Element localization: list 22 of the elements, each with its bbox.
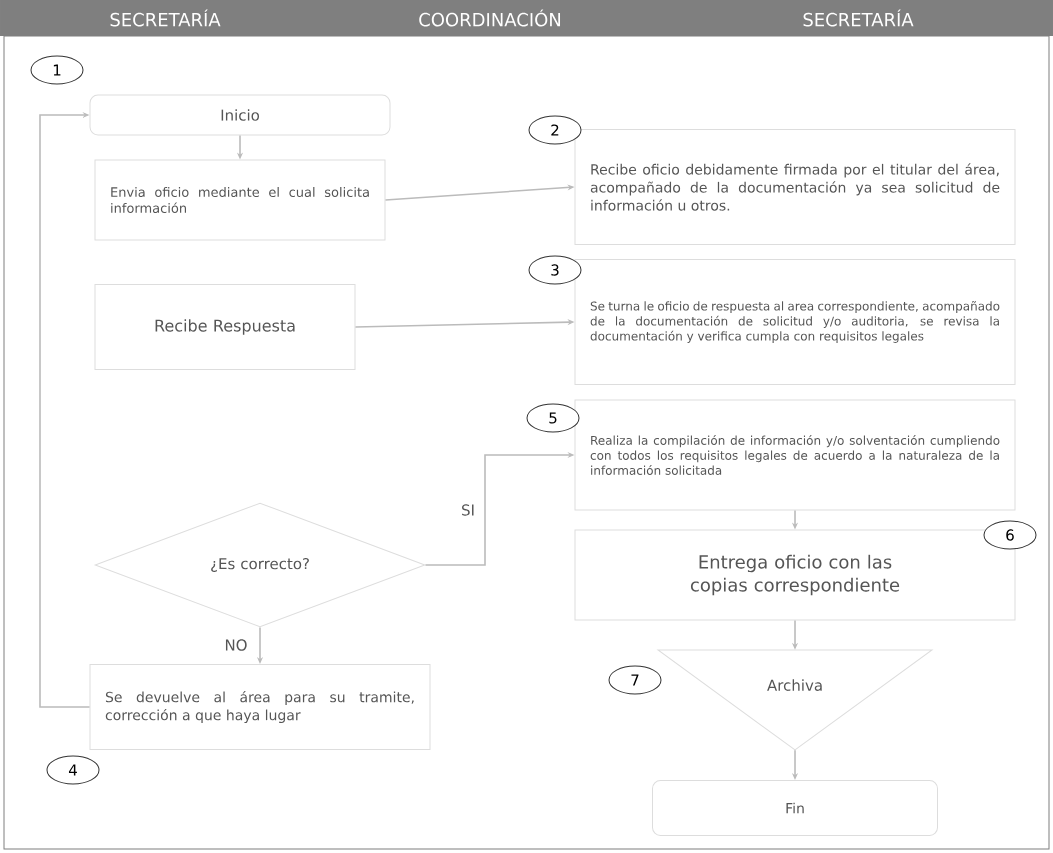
process-box: Recibe Respuesta [94,284,356,370]
process-box: Envia oficio mediante el cual solicita información [94,159,386,241]
arrow [39,111,91,708]
callout-number: 3 [528,255,582,285]
edge-label: SI [459,502,477,518]
edge-label: NO [222,637,250,653]
column-heading: SECRETARÍA [110,9,221,27]
callout-number: 5 [526,403,580,433]
column-heading: SECRETARÍA [803,9,914,27]
process-box: Recibe oficio debidamente firmada por el titular del área, acompañado de la documentación ya sea solicitud de información u otros. [574,129,1016,245]
end-box: Fin [652,780,938,836]
process-box: Se devuelve al área para su tramite, corrección a que haya lugar [89,664,431,750]
callout-number: 6 [983,520,1037,550]
process-box: Se turna le oficio de respuesta al area correspondiente, acompañado de la documentación de solicitud y/o auditoria, se revisa la documentación y verifica cumpla con requisitos legales [574,259,1016,385]
process-box: Realiza la compilación de información y/o solventación cumpliendo con todos los requisitos legales de acuerdo a la naturaleza de la información solicitada [574,399,1016,511]
callout-number: 2 [528,115,582,145]
start-box: Inicio [89,94,391,136]
callout-number: 7 [608,665,662,695]
callout-number: 1 [30,55,84,85]
callout-number: 4 [46,755,100,785]
column-heading: COORDINACIÓN [419,9,560,27]
merge-triangle: Archiva [657,649,933,751]
